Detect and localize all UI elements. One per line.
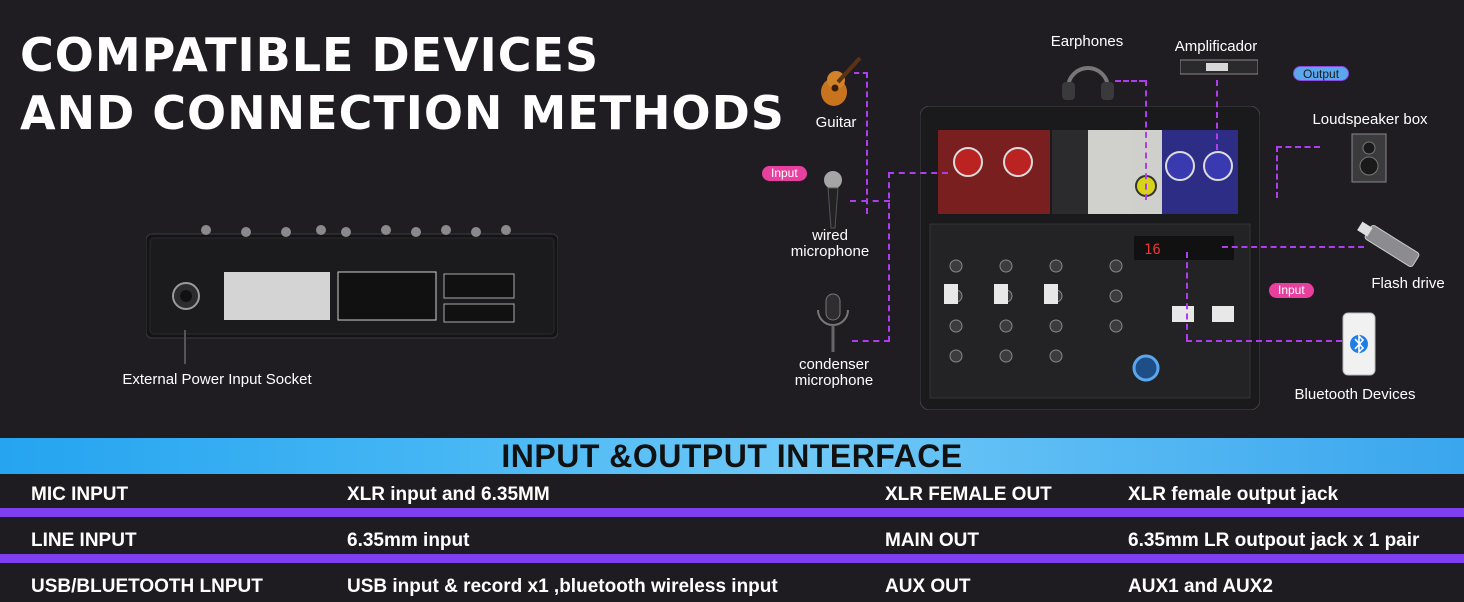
input-badge-right: Input [1269,283,1314,298]
output-badge: Output [1293,66,1350,81]
row-2-desc2: 6.35mm LR outpout jack x 1 pair [1128,530,1420,551]
loudspeaker-connector [1276,146,1278,198]
bluetooth-label: Bluetooth Devices [1294,386,1416,403]
wired-mic-line-1: wired [812,227,848,244]
loudspeaker-icon [1351,133,1387,183]
power-socket-pointer [184,330,186,364]
interface-title: INPUT &OUTPUT INTERFACE [501,438,963,474]
table-row: MIC INPUT XLR input and 6.35MM XLR FEMAL… [0,474,1464,512]
condenser-microphone-label: condenser microphone [778,357,890,389]
row-divider [0,508,1464,517]
row-3-name: USB/BLUETOOTH LNPUT [31,576,263,597]
power-socket-caption: External Power Input Socket [122,371,312,388]
wired-microphone-label: wired microphone [780,228,880,260]
row-3-name2: AUX OUT [885,576,971,597]
loudspeaker-label: Loudspeaker box [1312,111,1428,128]
wired-mic-connector [850,200,890,202]
wired-mic-line-2: microphone [790,243,870,260]
bluetooth-connector [1186,340,1342,342]
svg-text:16: 16 [1144,242,1161,258]
row-1-name2: XLR FEMALE OUT [885,484,1052,505]
input-bus-line [888,172,890,342]
guitar-connector-line [866,72,868,214]
condenser-mic-line-1: condenser [798,356,870,373]
earphone-connector [1115,80,1145,82]
condenser-mic-connector [852,340,890,342]
earphones-label: Earphones [1050,33,1124,50]
input-badge-left: Input [762,166,807,181]
amplifier-connector [1216,80,1218,150]
bluetooth-connector-up [1186,252,1188,340]
guitar-label: Guitar [815,114,857,131]
input-bus-to-mixer [888,172,948,174]
earphone-connector-down [1145,80,1147,200]
row-1-desc2: XLR female output jack [1128,484,1339,505]
title-line-1: COMPATIBLE DEVICES [20,28,600,82]
row-2-name: LINE INPUT [31,530,137,551]
row-3-desc: USB input & record x1 ,bluetooth wireles… [347,576,778,597]
wired-microphone-icon [824,171,842,229]
row-2-desc: 6.35mm input [347,530,470,551]
flash-drive-label: Flash drive [1371,275,1445,292]
guitar-icon [821,56,862,106]
guitar-connector-tick [854,72,868,74]
row-1-name: MIC INPUT [31,484,129,505]
interface-banner [0,438,1464,474]
bluetooth-device-icon [1342,312,1376,376]
amplifier-icon [1180,59,1258,75]
row-2-name2: MAIN OUT [885,530,979,551]
flash-drive-connector [1222,246,1364,248]
loudspeaker-connector-h [1276,146,1320,148]
row-3-desc2: AUX1 and AUX2 [1128,576,1273,597]
earphones-icon [1062,66,1114,100]
title-line-2: AND CONNECTION METHODS [20,86,785,140]
mixer-top-view-image: 16 [920,106,1260,410]
flash-drive-icon [1357,221,1420,267]
row-divider [0,554,1464,563]
page-title: COMPATIBLE DEVICES AND CONNECTION METHOD… [20,26,785,142]
mixer-back-panel-image [146,225,558,339]
condenser-mic-line-2: microphone [794,372,874,389]
table-row: USB/BLUETOOTH LNPUT USB input & record x… [0,564,1464,602]
table-row: LINE INPUT 6.35mm input MAIN OUT 6.35mm … [0,520,1464,558]
condenser-microphone-icon [817,293,849,352]
amplifier-label: Amplificador [1174,38,1258,55]
row-1-desc: XLR input and 6.35MM [347,484,550,505]
